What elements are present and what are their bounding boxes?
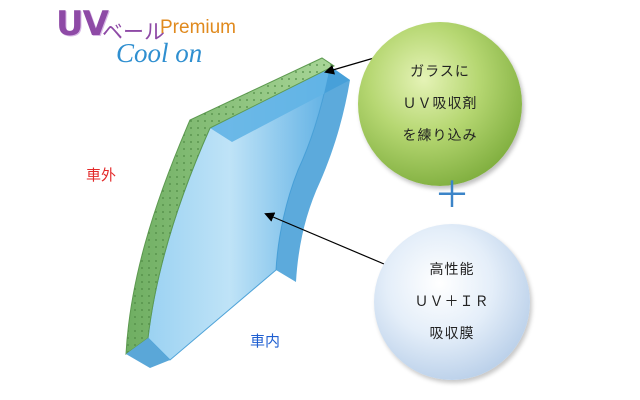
outside-car-label: 車外 xyxy=(86,166,117,184)
uv-absorbing-glass-dots xyxy=(126,58,334,354)
glass-bottom-edge xyxy=(126,338,170,368)
callout-text-line: を練り込み xyxy=(402,128,478,144)
logo-coolon-text: Cool on xyxy=(116,38,203,68)
callout-text-line: ガラスに xyxy=(410,64,470,80)
logo-veru-text: ベール xyxy=(102,20,165,44)
plus-sign: ＋ xyxy=(434,175,471,216)
callout-text-line: 高性能 xyxy=(429,262,475,278)
inside-car-label: 車内 xyxy=(250,332,281,350)
logo-premium-text: Premium xyxy=(160,17,237,38)
arrow-to-inner-film xyxy=(264,212,385,265)
callout-text-line: ＵＶ＋ＩＲ xyxy=(414,294,490,310)
uv-absorber-callout: ガラスに ＵＶ吸収剤 を練り込み xyxy=(358,22,522,186)
glass-side-face xyxy=(276,66,350,282)
uv-veil-premium-coolon-logo: UV ベール Premium Cool on xyxy=(56,4,286,74)
callout-text-line: 吸収膜 xyxy=(429,326,475,342)
uv-ir-film-callout: 高性能 ＵＶ＋ＩＲ 吸収膜 xyxy=(374,224,530,380)
logo-uv-text: UV xyxy=(56,4,109,44)
glass-top-edge xyxy=(210,66,350,142)
callout-text-line: ＵＶ吸収剤 xyxy=(402,96,478,112)
arrow-to-outer-layer xyxy=(324,57,375,75)
